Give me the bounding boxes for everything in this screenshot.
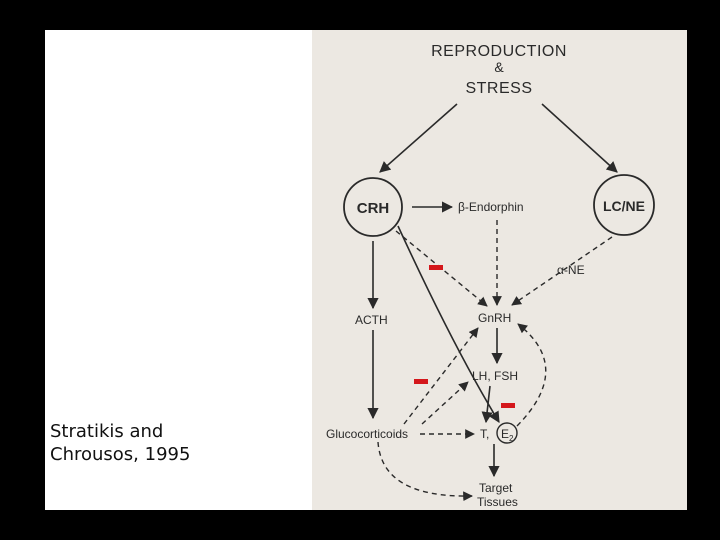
arrow-glucocorticoids-to-gnrh [403,327,479,425]
arrow-lcne-to-gnrh [511,236,613,306]
alpha-ne-label: α-NE [557,263,585,277]
glucocorticoids-label: Glucocorticoids [326,427,408,441]
citation: Stratikis and Chrousos, 1995 [50,420,270,466]
target-tissues-line-1: Target [479,481,513,495]
lh-fsh-label: LH, FSH [472,369,518,383]
e2-label: E [501,427,509,441]
target-tissues-line-2: Tissues [477,495,518,509]
title-ampersand: & [494,59,504,75]
arrow-title-to-crh [379,103,458,173]
acth-label: ACTH [355,313,388,327]
crh-label: CRH [357,200,390,217]
citation-line-1: Stratikis and [50,421,164,442]
arrow-title-to-lcne [541,103,618,173]
arrow-lhfsh-to-t [481,385,493,424]
beta-endorphin-label: β-Endorphin [458,200,524,214]
diagram-svg: REPRODUCTION & STRESS CRH LC/NE β-Endorp… [326,43,655,509]
lcne-label: LC/NE [603,198,645,214]
inhibition-marker-crh [429,265,443,270]
slide: Stratikis and Chrousos, 1995 REPRODUCTIO… [45,30,687,510]
e2-node [496,422,518,444]
title-reproduction: REPRODUCTION [431,43,567,60]
gnrh-label: GnRH [478,311,511,325]
lcne-node [593,174,655,236]
arrow-glucocorticoids-to-lhfsh [421,381,469,425]
crh-node [343,177,403,237]
arrow-glucocorticoids-to-target [377,441,473,502]
inhibition-marker-glucocorticoids [414,379,428,384]
arrow-e2-to-gnrh [516,323,547,427]
citation-line-2: Chrousos, 1995 [50,444,191,465]
t-label: T, [480,427,489,441]
inhibition-marker-e2 [501,403,515,408]
title-stress: STRESS [465,80,532,97]
stress-reproduction-diagram: REPRODUCTION & STRESS CRH LC/NE β-Endorp… [312,30,687,510]
e2-subscript: 2 [509,434,514,443]
